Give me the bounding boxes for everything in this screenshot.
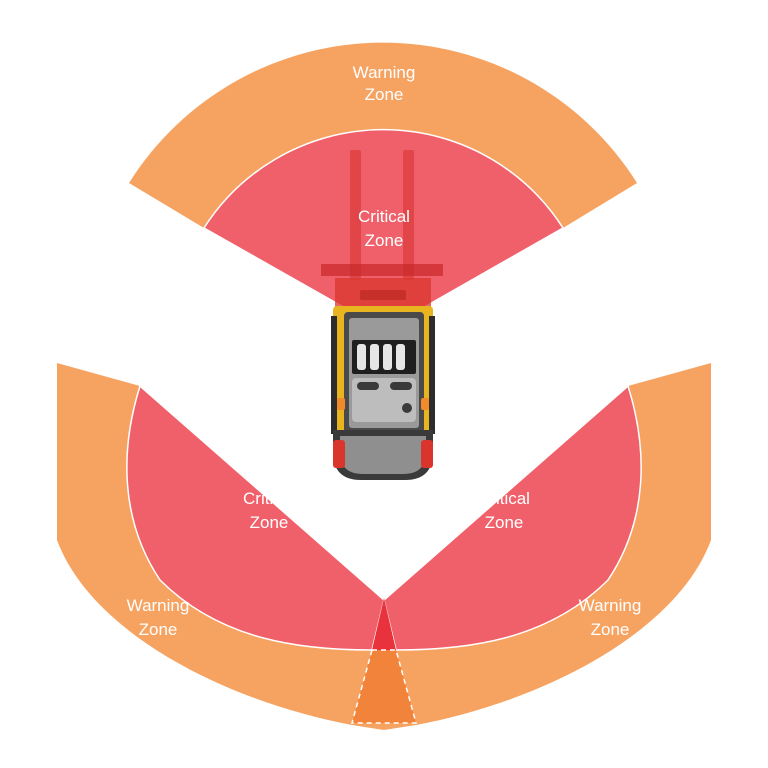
rear-right-warning-label-line1: Warning	[579, 596, 642, 615]
front-warning-label-line2: Zone	[365, 85, 404, 104]
rear-left-critical-label-line1: Critical	[243, 489, 295, 508]
rear-left-warning-label-line2: Zone	[139, 620, 178, 639]
front-warning-label-line1: Warning	[353, 63, 416, 82]
rear-left-critical-label-line2: Zone	[250, 513, 289, 532]
front-critical-label-line1: Critical	[358, 207, 410, 226]
rear-right-warning-label-line2: Zone	[591, 620, 630, 639]
rear-right-critical-zone	[383, 385, 642, 651]
rear-right-critical-label-line2: Zone	[485, 513, 524, 532]
front-critical-zone	[203, 128, 564, 331]
rear-overlap-critical	[372, 598, 396, 650]
front-critical-label-line2: Zone	[365, 231, 404, 250]
forklift-top-view-icon	[321, 150, 443, 480]
rear-left-critical-zone	[126, 385, 385, 651]
rear-left-warning-label-line1: Warning	[127, 596, 190, 615]
rear-overlap-warning	[351, 649, 417, 724]
front-warning-zone	[129, 42, 637, 228]
rear-right-critical-label-line1: Critical	[478, 489, 530, 508]
